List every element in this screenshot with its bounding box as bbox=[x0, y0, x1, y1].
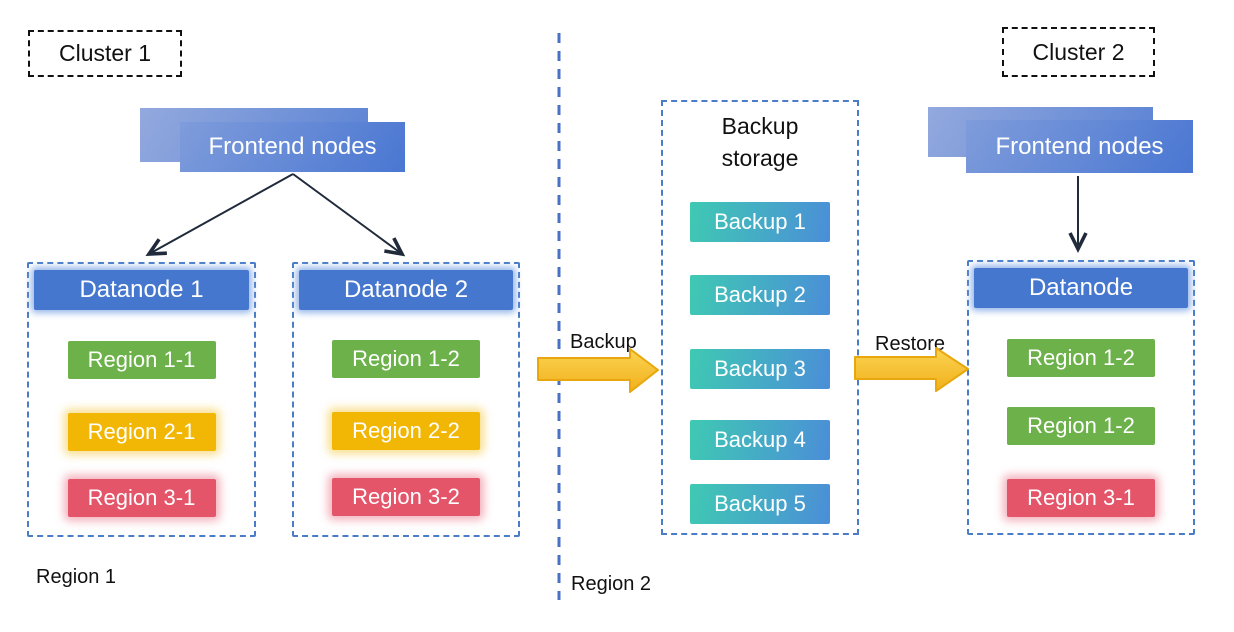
region-chip: Region 3-1 bbox=[67, 479, 216, 517]
backup-flow-label: Backup bbox=[570, 331, 637, 353]
region-chip-label: Region 2-2 bbox=[352, 418, 460, 443]
region-chip-label: Region 3-1 bbox=[87, 485, 196, 510]
cluster2-frontend-label: Frontend nodes bbox=[995, 132, 1164, 160]
cluster2-datanode-container: Datanode Region 1-2 Region 1-2 Region 3-… bbox=[967, 260, 1195, 535]
backup-item: Backup 2 bbox=[690, 275, 830, 315]
cluster1-frontend-label: Frontend nodes bbox=[208, 133, 377, 160]
region-chip: Region 3-2 bbox=[332, 478, 480, 516]
region-chip: Region 1-2 bbox=[332, 340, 480, 378]
backup-item-label: Backup 4 bbox=[714, 427, 806, 452]
datanode2-header: Datanode 2 bbox=[299, 270, 513, 310]
connector-frontend-datanode2 bbox=[292, 173, 406, 257]
cluster1-label-box: Cluster 1 bbox=[28, 30, 182, 77]
region-chip-label: Region 2-1 bbox=[87, 419, 196, 444]
backup-item-label: Backup 1 bbox=[714, 209, 806, 234]
region-chip-label: Region 1-2 bbox=[352, 346, 460, 371]
region-chip: Region 2-1 bbox=[67, 413, 216, 451]
cluster2-frontend-box: Frontend nodes bbox=[966, 120, 1193, 173]
region-chip: Region 1-2 bbox=[1007, 407, 1155, 445]
datanode2-title: Datanode 2 bbox=[343, 276, 469, 303]
datanode2-container: Datanode 2 Region 1-2 Region 2-2 Region … bbox=[292, 262, 520, 537]
backup-arrow bbox=[537, 348, 659, 393]
backup-item: Backup 4 bbox=[690, 420, 830, 460]
backup-item: Backup 3 bbox=[690, 349, 830, 389]
region-chip: Region 1-2 bbox=[1007, 339, 1155, 377]
region-chip: Region 2-2 bbox=[332, 412, 480, 450]
backup-item-label: Backup 2 bbox=[714, 282, 806, 307]
cluster2-datanode-header: Datanode bbox=[974, 268, 1188, 308]
region-chip-label: Region 1-2 bbox=[1027, 413, 1135, 438]
backup-storage-title: Backup storage bbox=[721, 113, 799, 171]
region1-label: Region 1 bbox=[36, 566, 117, 588]
cluster2-label-box: Cluster 2 bbox=[1002, 27, 1155, 77]
region-chip: Region 3-1 bbox=[1007, 479, 1155, 517]
backup-item: Backup 5 bbox=[690, 484, 830, 524]
region-chip-label: Region 3-1 bbox=[1027, 485, 1135, 510]
region2-label: Region 2 bbox=[571, 573, 652, 595]
backup-item: Backup 1 bbox=[690, 202, 830, 242]
cluster2-datanode-title: Datanode bbox=[1028, 274, 1134, 301]
datanode1-title: Datanode 1 bbox=[79, 276, 204, 303]
region-chip-label: Region 3-2 bbox=[352, 484, 460, 509]
region-chip: Region 1-1 bbox=[67, 341, 216, 379]
datanode1-container: Datanode 1 Region 1-1 Region 2-1 Region … bbox=[27, 262, 256, 537]
cluster1-frontend-box: Frontend nodes bbox=[180, 122, 405, 172]
cluster2-label: Cluster 2 bbox=[1032, 38, 1125, 65]
backup-storage-container: Backup storage Backup 1 Backup 2 Backup … bbox=[661, 100, 859, 535]
region-chip-label: Region 1-1 bbox=[87, 347, 196, 372]
connector-frontend-datanode1 bbox=[145, 173, 294, 256]
region-chip-label: Region 1-2 bbox=[1027, 345, 1135, 370]
backup-item-label: Backup 3 bbox=[714, 356, 806, 381]
cluster1-label: Cluster 1 bbox=[58, 40, 152, 66]
datanode1-header: Datanode 1 bbox=[34, 270, 249, 310]
backup-item-label: Backup 5 bbox=[714, 491, 806, 516]
restore-flow-label: Restore bbox=[875, 333, 946, 355]
